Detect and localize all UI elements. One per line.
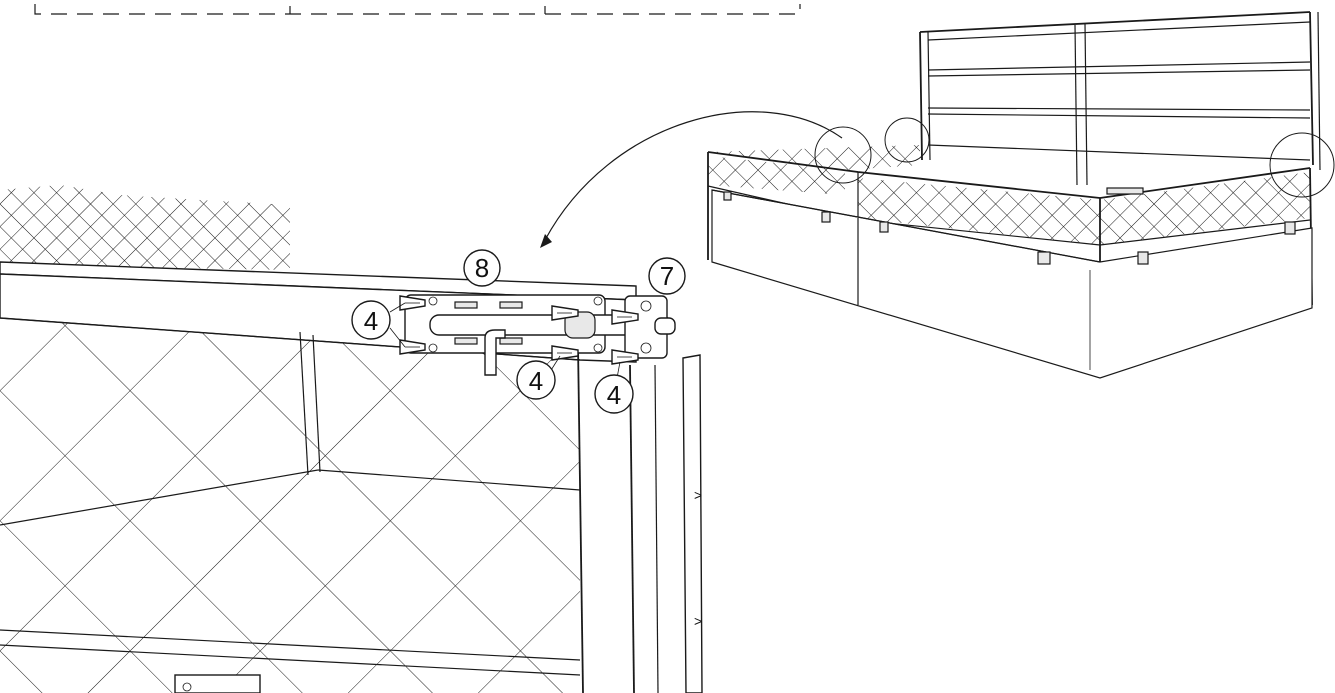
hinge-icon xyxy=(1137,251,1149,265)
screw-icon xyxy=(399,295,426,311)
callout-part-7: 7 xyxy=(648,257,686,295)
screw-icon xyxy=(611,309,639,325)
hinge-icon xyxy=(1037,251,1051,265)
screw-icon xyxy=(611,349,639,365)
enlarged-latch-view: > > xyxy=(0,185,703,693)
hinge-icon xyxy=(723,191,732,201)
hinge-icon xyxy=(879,221,889,233)
callout-screw-mid: 4 xyxy=(516,360,556,400)
hinge-icon xyxy=(821,211,831,223)
callout-part-8: 8 xyxy=(463,249,501,287)
hinge-icon xyxy=(1284,221,1296,235)
screw-icon xyxy=(551,305,579,321)
headboard xyxy=(919,11,1321,186)
latch-assembly xyxy=(404,294,676,376)
svg-text:>: > xyxy=(694,613,702,629)
detail-circle-mid xyxy=(884,117,930,163)
bed-overview xyxy=(707,11,1335,379)
screw-icon xyxy=(399,339,426,355)
callout-label-4-mid: 4 xyxy=(529,366,543,396)
lower-mesh-panel xyxy=(0,318,305,693)
callout-label-8: 8 xyxy=(475,253,489,283)
step-frame-dashed xyxy=(34,4,801,15)
callout-screw-left: 4 xyxy=(351,300,391,340)
mesh-panel-left xyxy=(708,156,845,195)
detail-arrow xyxy=(540,111,843,248)
callout-screw-right: 4 xyxy=(594,374,634,414)
svg-text:>: > xyxy=(694,487,702,503)
floor-plate xyxy=(174,674,261,693)
detail-circle-latch xyxy=(814,126,872,184)
screws-part-4 xyxy=(399,295,639,365)
bolt-handle xyxy=(484,329,506,376)
lower-mesh-panel-right xyxy=(305,335,580,693)
door-post xyxy=(682,354,703,693)
latch-icon xyxy=(1106,187,1144,195)
detail-circle-right xyxy=(1269,132,1335,198)
upper-mesh-panel xyxy=(0,185,290,270)
callout-label-4-left: 4 xyxy=(364,306,378,336)
mesh-panel-front xyxy=(858,178,1100,245)
callout-label-4-right: 4 xyxy=(607,380,621,410)
mesh-panel-right xyxy=(1100,172,1310,245)
callout-label-7: 7 xyxy=(660,261,674,291)
screw-icon xyxy=(551,345,579,361)
